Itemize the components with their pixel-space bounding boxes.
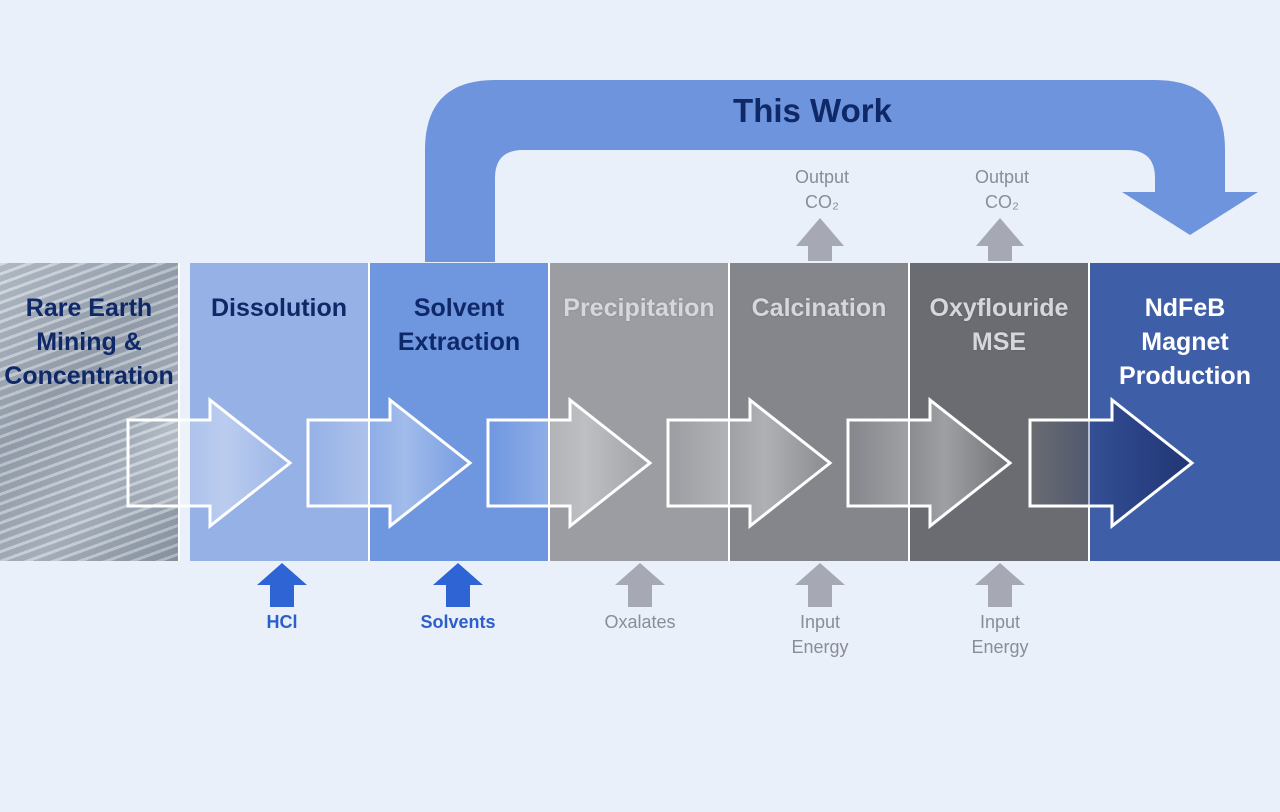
flow-arrow-3 [486,396,653,530]
flow-arrow-6 [1028,396,1195,530]
stage-label-mining: Rare Earth Mining & Concentration [4,294,174,390]
output-label-mse: Output CO₂ [974,167,1030,212]
flow-arrow-4 [666,396,833,530]
this-work-arrow [425,80,1258,262]
stage-label-calcination: Calcination [751,294,887,322]
flow-arrows [126,396,1195,530]
flow-arrow-5 [846,396,1013,530]
stage-label-dissolution: Dissolution [210,294,348,322]
output-arrow-icon [796,218,844,261]
stage-label-oxyflouride-mse: Oxyflouride MSE [929,294,1069,356]
stage-mining: Rare Earth Mining & Concentration [0,263,180,561]
output-arrow-icon [976,218,1024,261]
flow-diagram-overlay [126,80,1258,607]
stage-label-solvent-extraction: Solvent Extraction [397,294,521,356]
input-label-hcl: HCl [266,612,298,632]
stage-label-magnet-production: NdFeB Magnet Production [1119,294,1251,390]
input-arrow-icon [615,563,665,607]
stage-label-precipitation: Precipitation [563,294,715,322]
input-arrow-icon [433,563,483,607]
flow-arrow-2 [306,396,473,530]
input-label-energy-mse: Input Energy [971,612,1029,657]
input-arrow-icon [257,563,307,607]
input-arrows [257,563,1025,607]
input-arrow-icon [975,563,1025,607]
input-arrow-icon [795,563,845,607]
input-label-oxalates: Oxalates [604,612,676,632]
this-work-title: This Work [733,92,892,129]
input-label-solvents: Solvents [420,612,496,632]
input-label-energy-calcination: Input Energy [791,612,849,657]
flow-arrow-1 [126,396,293,530]
output-arrows [796,218,1024,261]
output-label-calcination: Output CO₂ [794,167,850,212]
